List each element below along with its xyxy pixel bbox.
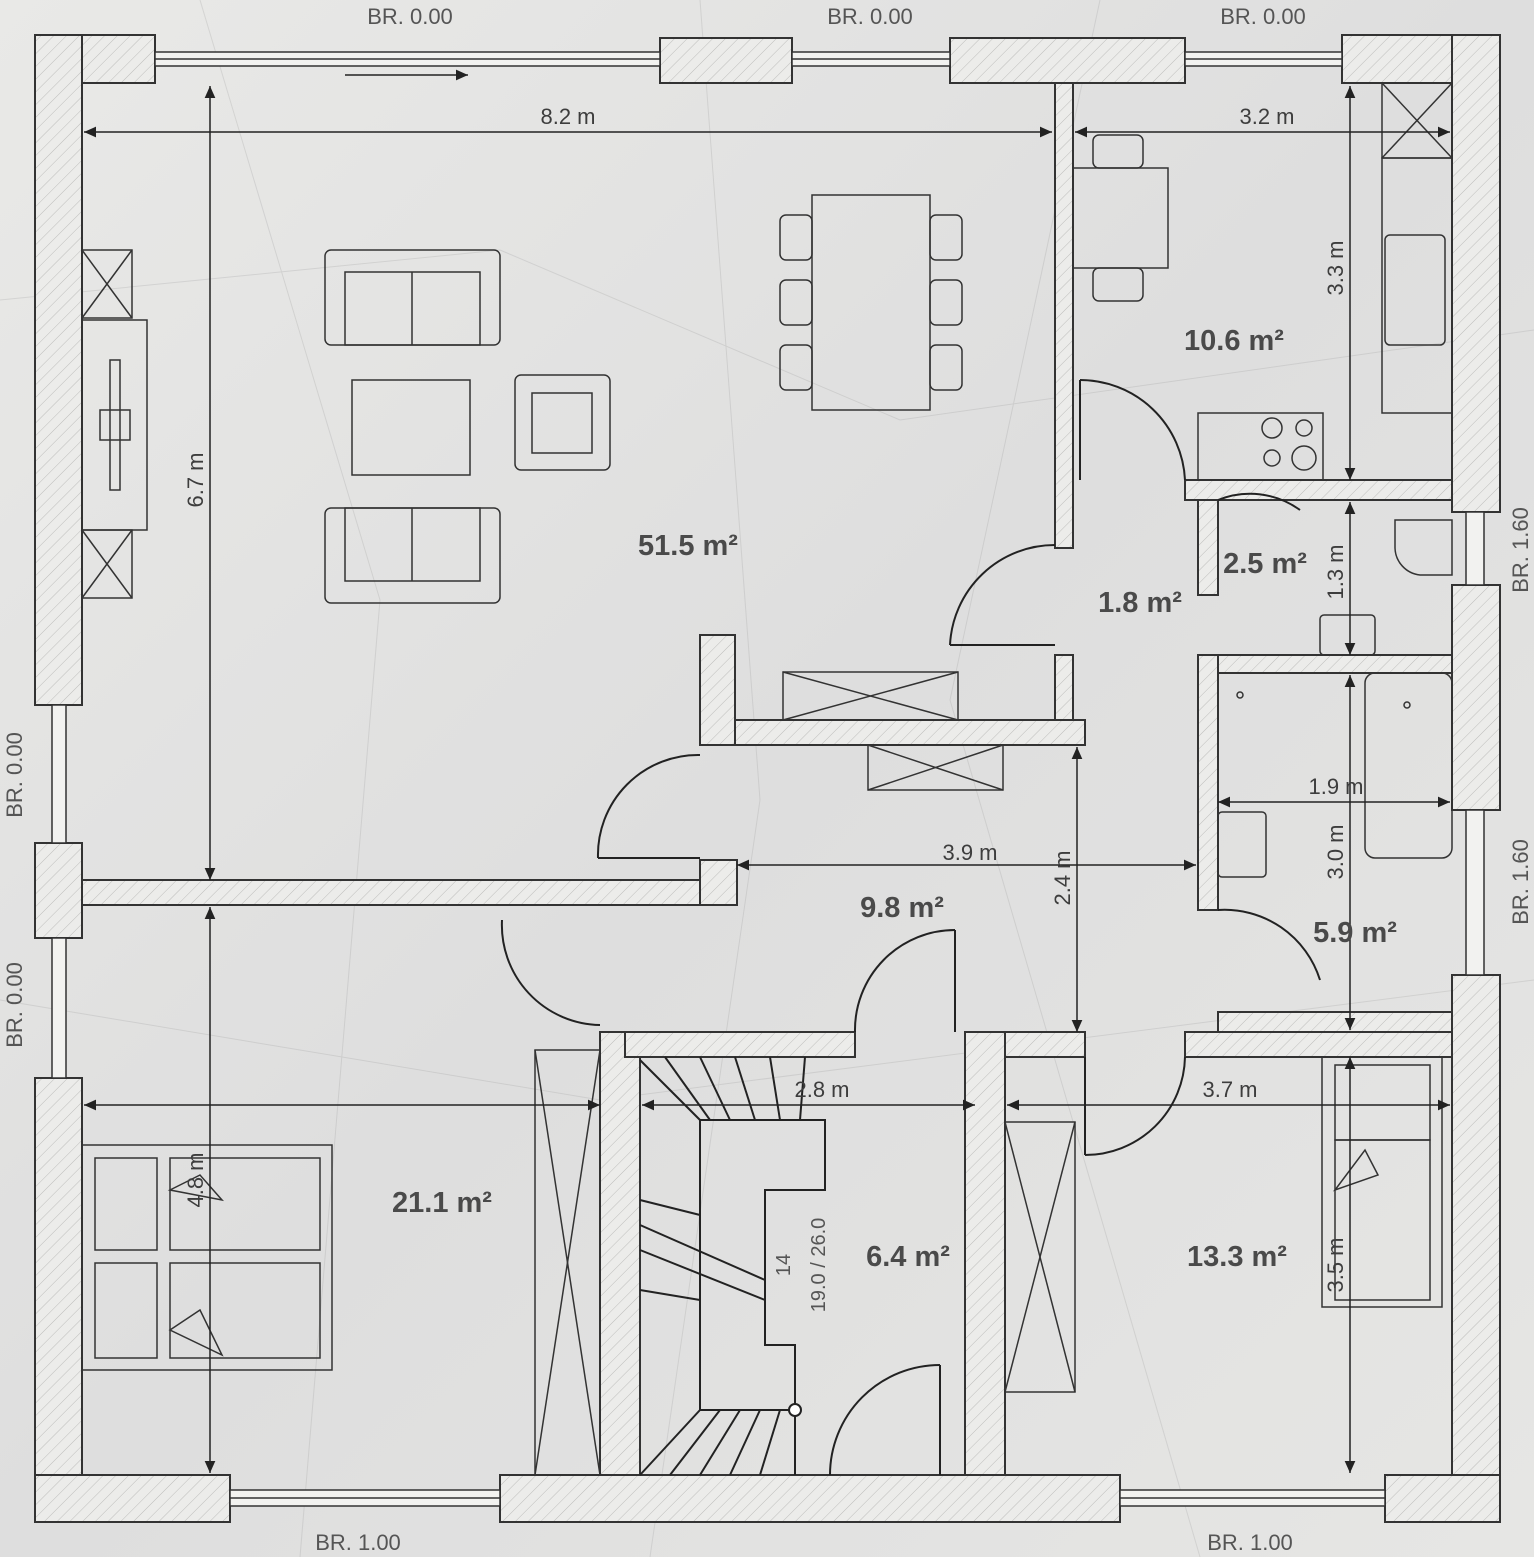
dimension-lines [84,86,1450,1473]
area-kitchen: 10.6 m² [1184,325,1284,357]
window-label-left-lower: BR. 0.00 [2,962,27,1048]
window-label-top-left: BR. 0.00 [367,4,453,29]
dimension-labels: 8.2 m 3.2 m 6.7 m 3.3 m 1.3 m 1.9 m 3.0 … [183,104,1364,1293]
window-label-left-upper: BR. 0.00 [2,732,27,818]
dim-wc-depth: 1.3 m [1323,544,1348,599]
area-labels: 51.5 m² 10.6 m² 2.5 m² 1.8 m² 9.8 m² 5.9… [392,325,1397,1273]
window-labels: BR. 0.00 BR. 0.00 BR. 0.00 BR. 0.00 BR. … [2,4,1533,1555]
dim-bath-width: 1.9 m [1308,774,1363,799]
interior-walls [81,82,1453,1476]
doors [500,378,1321,1476]
dim-kitchen-depth: 3.3 m [1323,240,1348,295]
dim-hall-width: 3.9 m [942,840,997,865]
dim-room-right-width: 3.7 m [1202,1077,1257,1102]
dim-living-depth: 6.7 m [183,452,208,507]
area-hall-small: 1.8 m² [1098,587,1182,619]
stair-steps: 14 [773,1254,795,1276]
area-room-right: 13.3 m² [1187,1241,1287,1273]
dim-room-right-depth: 3.5 m [1323,1237,1348,1292]
dim-living-width: 8.2 m [540,104,595,129]
window-label-bottom-right: BR. 1.00 [1207,1530,1293,1555]
area-wc: 2.5 m² [1223,548,1307,580]
stair-newel [788,1403,802,1417]
window-label-top-right: BR. 0.00 [1220,4,1306,29]
dim-bedroom-depth: 4.8 m [183,1152,208,1207]
stair-ratio: 19.0 / 26.0 [808,1218,830,1313]
dim-hall-depth: 2.4 m [1050,850,1075,905]
area-stair-room: 6.4 m² [866,1241,950,1273]
area-living: 51.5 m² [638,530,738,562]
dim-kitchen-width: 3.2 m [1239,104,1294,129]
area-hall: 9.8 m² [860,892,944,924]
dim-stair-width: 2.8 m [794,1077,849,1102]
window-label-bottom-left: BR. 1.00 [315,1530,401,1555]
window-label-right-upper: BR. 1.60 [1508,507,1533,593]
window-label-top-mid: BR. 0.00 [827,4,913,29]
window-label-right-lower: BR. 1.60 [1508,839,1533,925]
area-bedroom: 21.1 m² [392,1187,492,1219]
windows [51,51,1485,1507]
dim-bath-depth: 3.0 m [1323,824,1348,879]
exterior-walls [34,34,1501,1523]
area-bath: 5.9 m² [1313,917,1397,949]
